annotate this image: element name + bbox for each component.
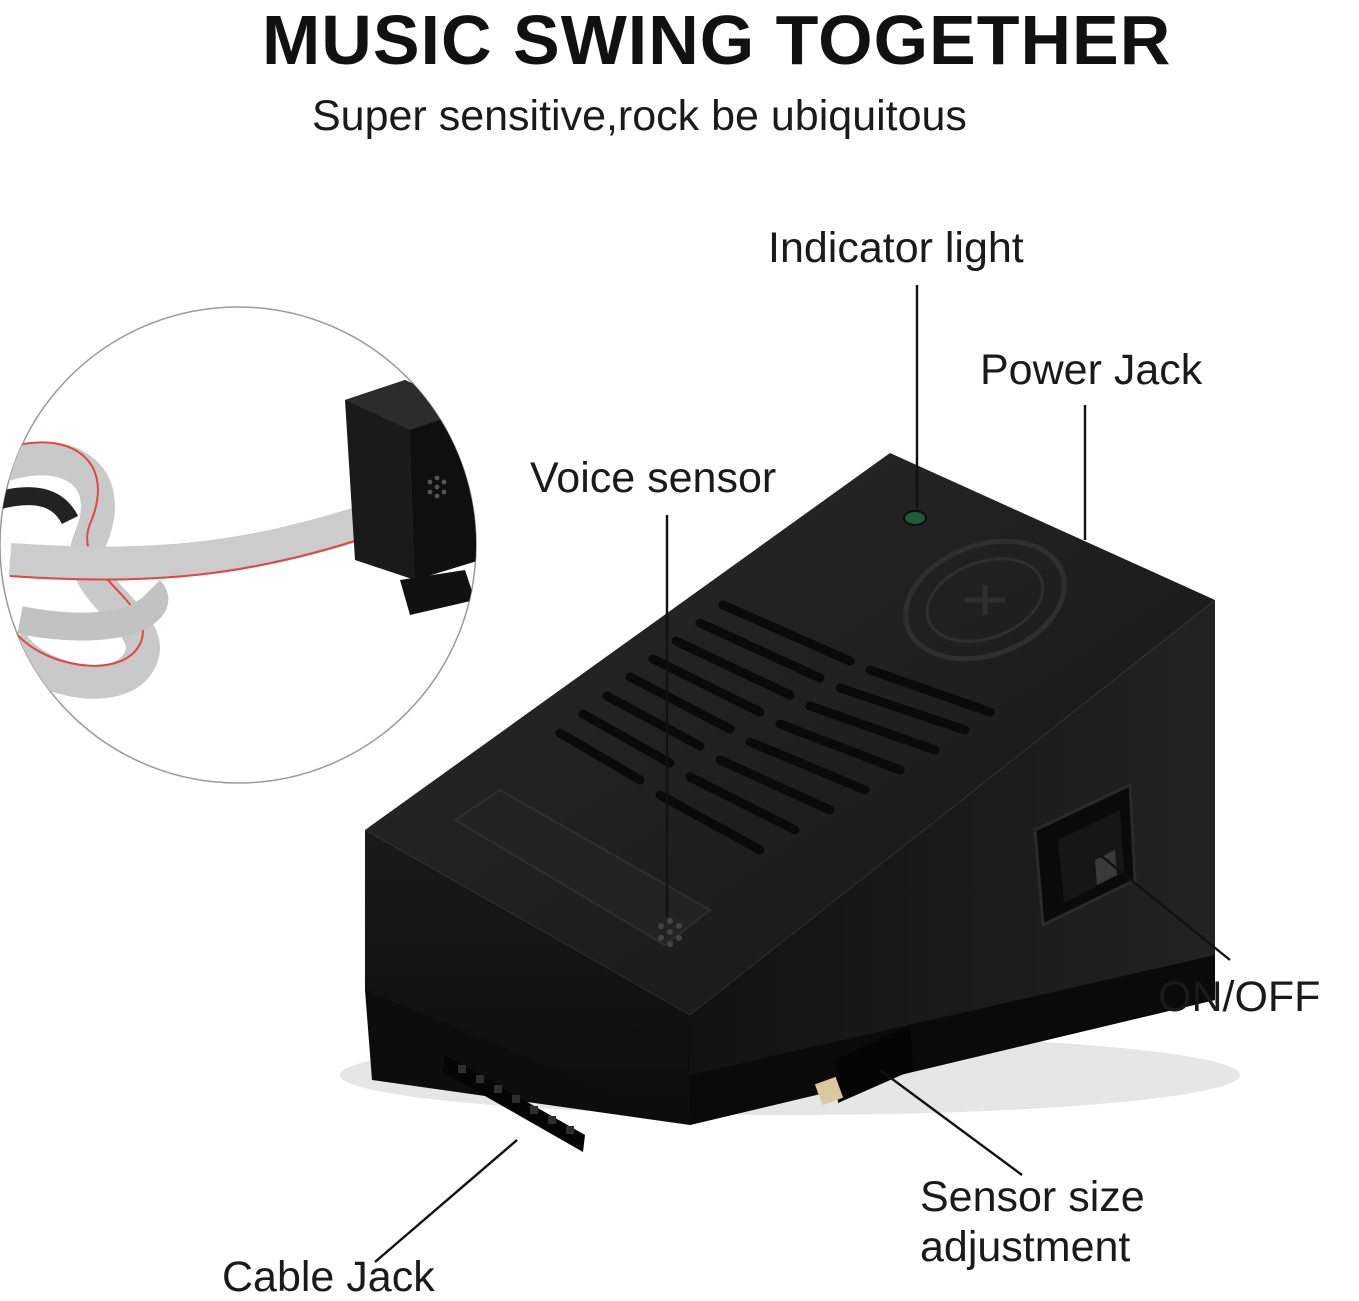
- callout-voice-sensor: Voice sensor: [530, 454, 777, 502]
- sensitivity-dial[interactable]: [814, 1025, 913, 1106]
- page-title: MUSIC SWING TOGETHER: [262, 1, 1172, 79]
- callout-indicator-light: Indicator light: [768, 224, 1024, 272]
- callout-sensor-size-line2: adjustment: [920, 1223, 1131, 1271]
- callout-cable-jack: Cable Jack: [222, 1253, 435, 1301]
- page-subtitle: Super sensitive,rock be ubiquitous: [312, 92, 967, 140]
- speaker-vent-grille: [555, 600, 995, 855]
- controller-box: [340, 453, 1240, 1152]
- sensor-holes-icon: [427, 475, 447, 499]
- power-switch[interactable]: [1033, 782, 1137, 928]
- voice-sensor-holes-icon: [658, 918, 682, 947]
- callout-on-off: ON/OFF: [1158, 973, 1321, 1021]
- callout-leader-lines: [374, 285, 1231, 1263]
- cable-jack-port[interactable]: [443, 1055, 585, 1152]
- indicator-led-icon: [903, 510, 927, 526]
- sensor-inset-circle: [0, 306, 477, 784]
- callout-sensor-size-line1: Sensor size: [920, 1173, 1145, 1221]
- brand-logo-icon: [903, 538, 1067, 662]
- callout-power-jack: Power Jack: [980, 346, 1203, 394]
